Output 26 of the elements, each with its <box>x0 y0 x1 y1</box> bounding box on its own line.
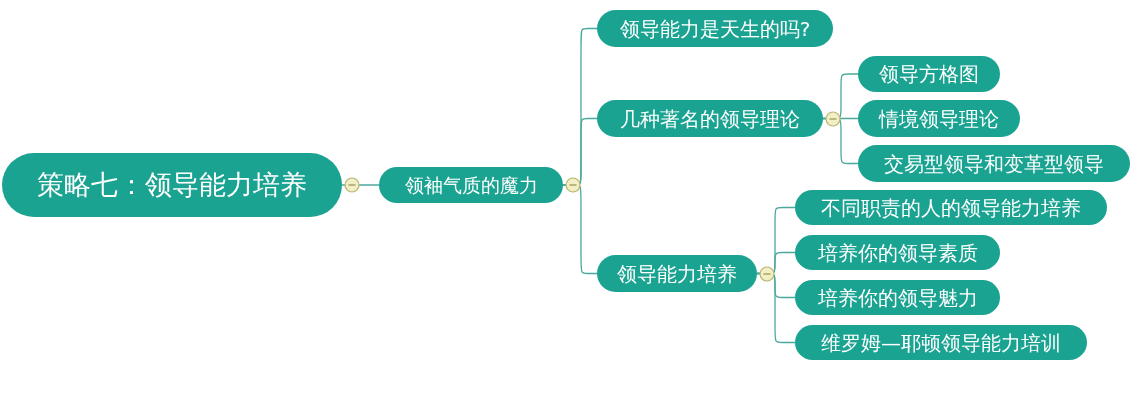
topic-text: 几种著名的领导理论 <box>620 106 800 131</box>
topic-text: 领导能力培养 <box>617 261 737 286</box>
connector-line <box>822 117 859 165</box>
topic-text: 不同职责的人的领导能力培养 <box>821 195 1081 220</box>
topic-pill <box>795 280 1000 315</box>
topic-pill <box>597 10 833 47</box>
topic-text: 领导能力是天生的吗? <box>619 16 811 41</box>
topic-pill <box>795 325 1087 360</box>
topic-pill <box>858 100 1020 137</box>
topic-text: 领导方格图 <box>879 62 979 86</box>
topic-pill <box>858 145 1130 182</box>
connector-line <box>756 272 796 344</box>
topic-pill <box>597 255 757 292</box>
topic-text: 维罗姆—耶顿领导能力培训 <box>821 330 1061 355</box>
topic-pill <box>795 190 1107 225</box>
topic-text: 领袖气质的魔力 <box>404 173 538 197</box>
topic-text: 策略七：领导能力培养 <box>37 168 307 202</box>
topic-text: 情境领导理论 <box>879 106 999 131</box>
topic-pill <box>379 167 563 203</box>
topic-text: 培养你的领导素质 <box>817 240 978 265</box>
connector-line <box>562 184 598 275</box>
topic-pill <box>597 100 823 137</box>
topic-text: 交易型领导和变革型领导 <box>884 151 1104 176</box>
topic-pill <box>858 56 1000 92</box>
topic-text: 培养你的领导魅力 <box>817 285 978 310</box>
topic-pill <box>795 235 1000 270</box>
